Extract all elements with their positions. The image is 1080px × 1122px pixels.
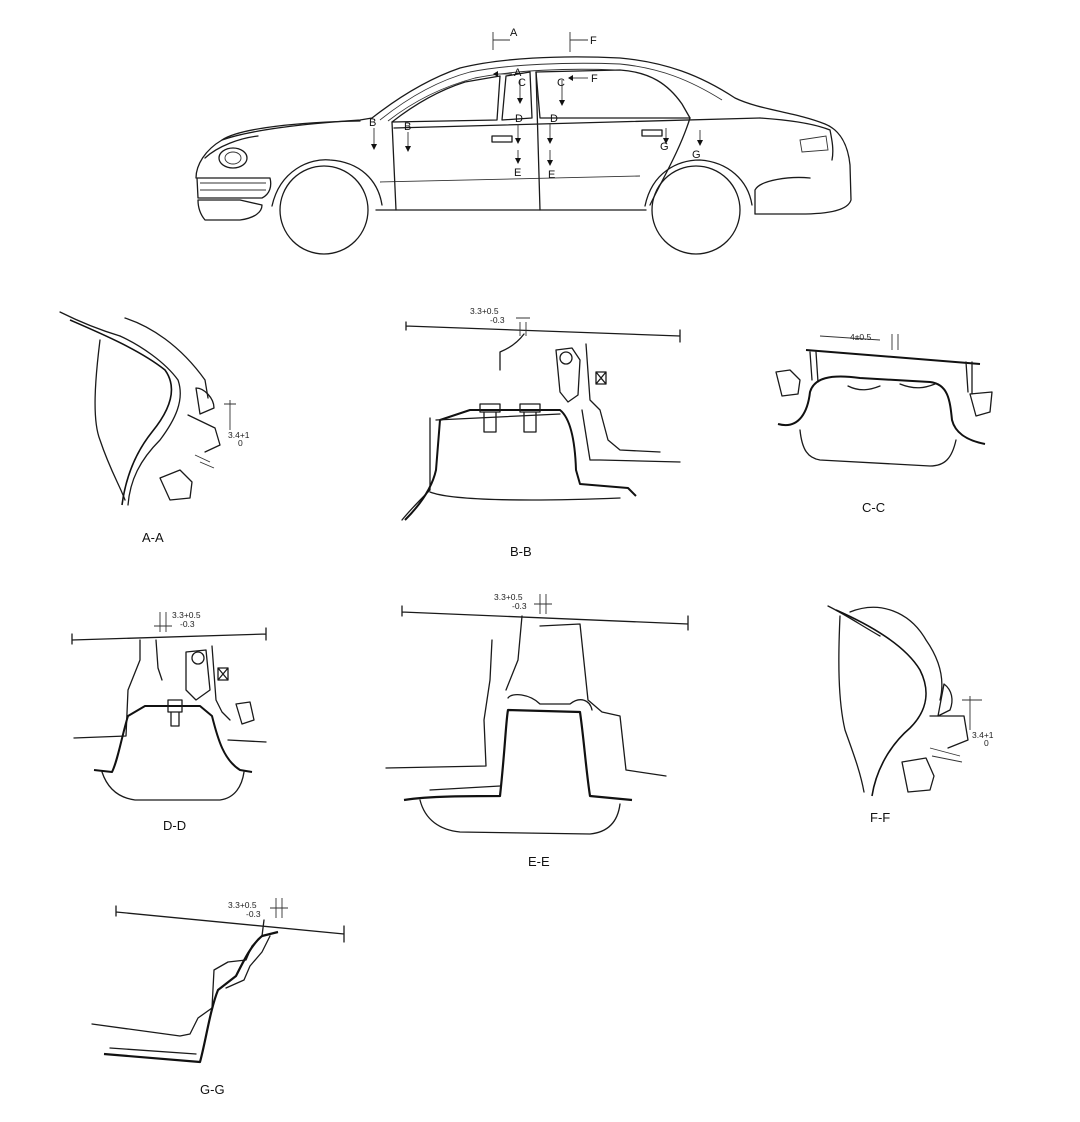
car-side-view: A F C C F A B [195,27,852,255]
section-f-f: 3.4+1 0 F-F [827,605,994,825]
svg-text:A-A: A-A [142,530,164,545]
marker-e-left: E [514,150,521,179]
marker-c-right: C [557,77,565,106]
svg-text:E: E [514,167,521,179]
svg-text:B: B [369,117,376,129]
svg-text:B-B: B-B [510,544,532,559]
svg-text:3.3+0.5: 3.3+0.5 [470,306,499,316]
svg-text:D-D: D-D [163,818,186,833]
svg-text:0: 0 [238,438,243,448]
marker-d-right: D [547,113,558,144]
marker-g-wheel: G [692,130,703,161]
marker-c-left: C [517,77,526,104]
svg-text:F: F [590,35,597,47]
marker-f-top: F [569,32,597,52]
marker-g-door: G [660,128,669,153]
svg-text:-0.3: -0.3 [246,909,261,919]
svg-text:A: A [510,27,518,39]
svg-text:4±0.5: 4±0.5 [850,332,871,342]
marker-b-front: B [369,117,377,150]
svg-text:G: G [660,141,669,153]
marker-e-right: E [547,150,555,181]
svg-text:B: B [404,121,411,133]
svg-text:C-C: C-C [862,500,885,515]
marker-b-door: B [404,121,411,152]
section-a-a: 3.4+1 0 A-A [59,311,250,545]
svg-text:F: F [591,73,598,85]
svg-text:-0.3: -0.3 [512,601,527,611]
svg-text:-0.3: -0.3 [180,619,195,629]
svg-text:E-E: E-E [528,854,550,869]
marker-a-inner: A [493,67,522,79]
svg-text:A: A [514,67,522,79]
section-e-e: 3.3+0.5 -0.3 E-E [385,592,689,869]
marker-f-right: F [568,73,598,85]
section-c-c: 4±0.5 C-C [775,332,993,515]
svg-text:3.3+0.5: 3.3+0.5 [494,592,523,602]
svg-text:G-G: G-G [200,1082,225,1097]
marker-a-top: A [492,27,518,50]
marker-d-left: D [515,113,523,144]
section-b-b: 3.3+0.5 -0.3 B-B [401,306,681,559]
svg-text:D: D [550,113,558,125]
svg-text:3.4+1: 3.4+1 [972,730,994,740]
svg-text:E: E [548,169,555,181]
svg-text:3.3+0.5: 3.3+0.5 [172,610,201,620]
svg-text:G: G [692,149,701,161]
svg-text:3.3+0.5: 3.3+0.5 [228,900,257,910]
svg-text:-0.3: -0.3 [490,315,505,325]
svg-text:C: C [557,77,565,89]
svg-text:3.4+1: 3.4+1 [228,430,250,440]
svg-text:D: D [515,113,523,125]
svg-text:F-F: F-F [870,810,890,825]
svg-text:0: 0 [984,738,989,748]
section-d-d: 3.3+0.5 -0.3 D-D [71,610,267,833]
section-g-g: 3.3+0.5 -0.3 G-G [91,898,345,1097]
svg-text:C: C [518,77,526,89]
